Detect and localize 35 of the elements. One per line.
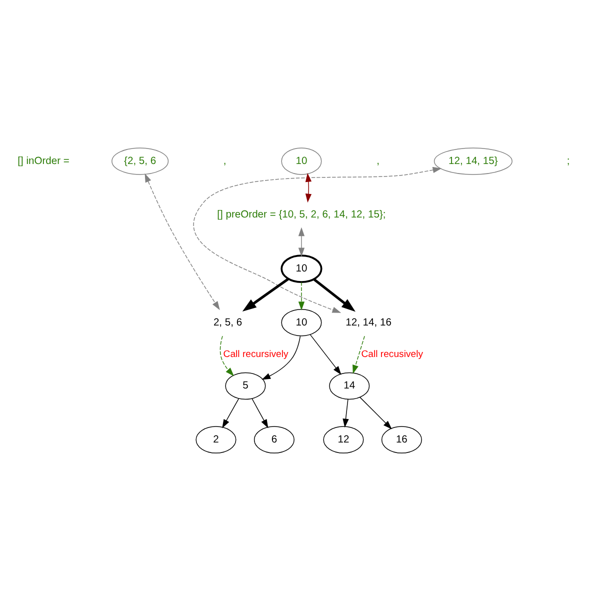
edge-label: Call recursively: [223, 348, 288, 360]
arrow: [310, 334, 342, 374]
node-ellipse: 10: [281, 147, 322, 174]
node-ellipse: 6: [254, 426, 294, 453]
arrow: [252, 398, 268, 428]
node-ellipse: 14: [329, 372, 370, 400]
arrow: [298, 281, 305, 310]
node-ellipse: 10: [281, 308, 322, 336]
node-text: [] preOrder = {10, 5, 2, 6, 14, 12, 15};: [217, 209, 386, 220]
label: [] inOrder =: [18, 155, 70, 166]
arrow: [222, 398, 240, 428]
label: ,: [376, 155, 380, 166]
arrow: [298, 226, 305, 256]
arrow: [242, 277, 290, 312]
arrow: [360, 396, 392, 429]
node-ellipse: 12, 14, 15}: [434, 147, 512, 174]
arrow: [144, 172, 220, 310]
arrow: [262, 335, 301, 380]
node-text: 12, 14, 16: [346, 316, 392, 328]
node-ellipse: {2, 5, 6: [112, 147, 169, 174]
node-ellipse: 2: [196, 426, 236, 453]
node-ellipse: 5: [225, 372, 266, 400]
node-ellipse: 10: [280, 254, 322, 282]
arrow: [352, 335, 365, 374]
arrow: [220, 335, 234, 376]
label: ;: [566, 155, 570, 166]
label: ,: [223, 155, 226, 166]
arrow: [342, 398, 349, 428]
arrow: [305, 172, 312, 202]
edge-label: Call recusively: [361, 348, 423, 360]
arrow: [193, 166, 442, 312]
node-ellipse: 12: [323, 426, 364, 453]
node-ellipse: 16: [381, 426, 422, 453]
node-text: 2, 5, 6: [213, 316, 242, 328]
arrow: [313, 278, 356, 312]
